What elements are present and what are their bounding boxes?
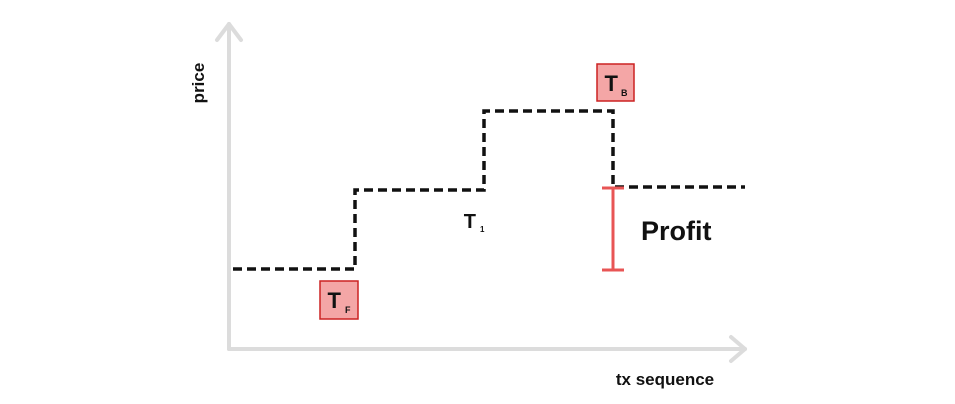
target-tx-label: T 1	[464, 211, 485, 234]
target-sub: 1	[480, 225, 485, 234]
y-axis-arrowhead	[215, 22, 243, 42]
back-run-main: T	[605, 71, 619, 96]
front-run-main: T	[328, 288, 342, 313]
profit-label: Profit	[641, 216, 712, 246]
target-main: T	[464, 211, 476, 233]
price-step-line	[233, 109, 745, 271]
front-run-marker: T F	[319, 280, 359, 320]
back-run-marker: T B	[596, 63, 635, 102]
x-axis-arrowhead	[729, 335, 747, 363]
back-run-sub: B	[621, 88, 628, 98]
x-axis-label: tx sequence	[616, 370, 714, 389]
front-run-sub: F	[345, 305, 351, 315]
y-axis-label: price	[189, 63, 208, 104]
profit-bar	[602, 186, 624, 272]
axes	[215, 22, 747, 363]
